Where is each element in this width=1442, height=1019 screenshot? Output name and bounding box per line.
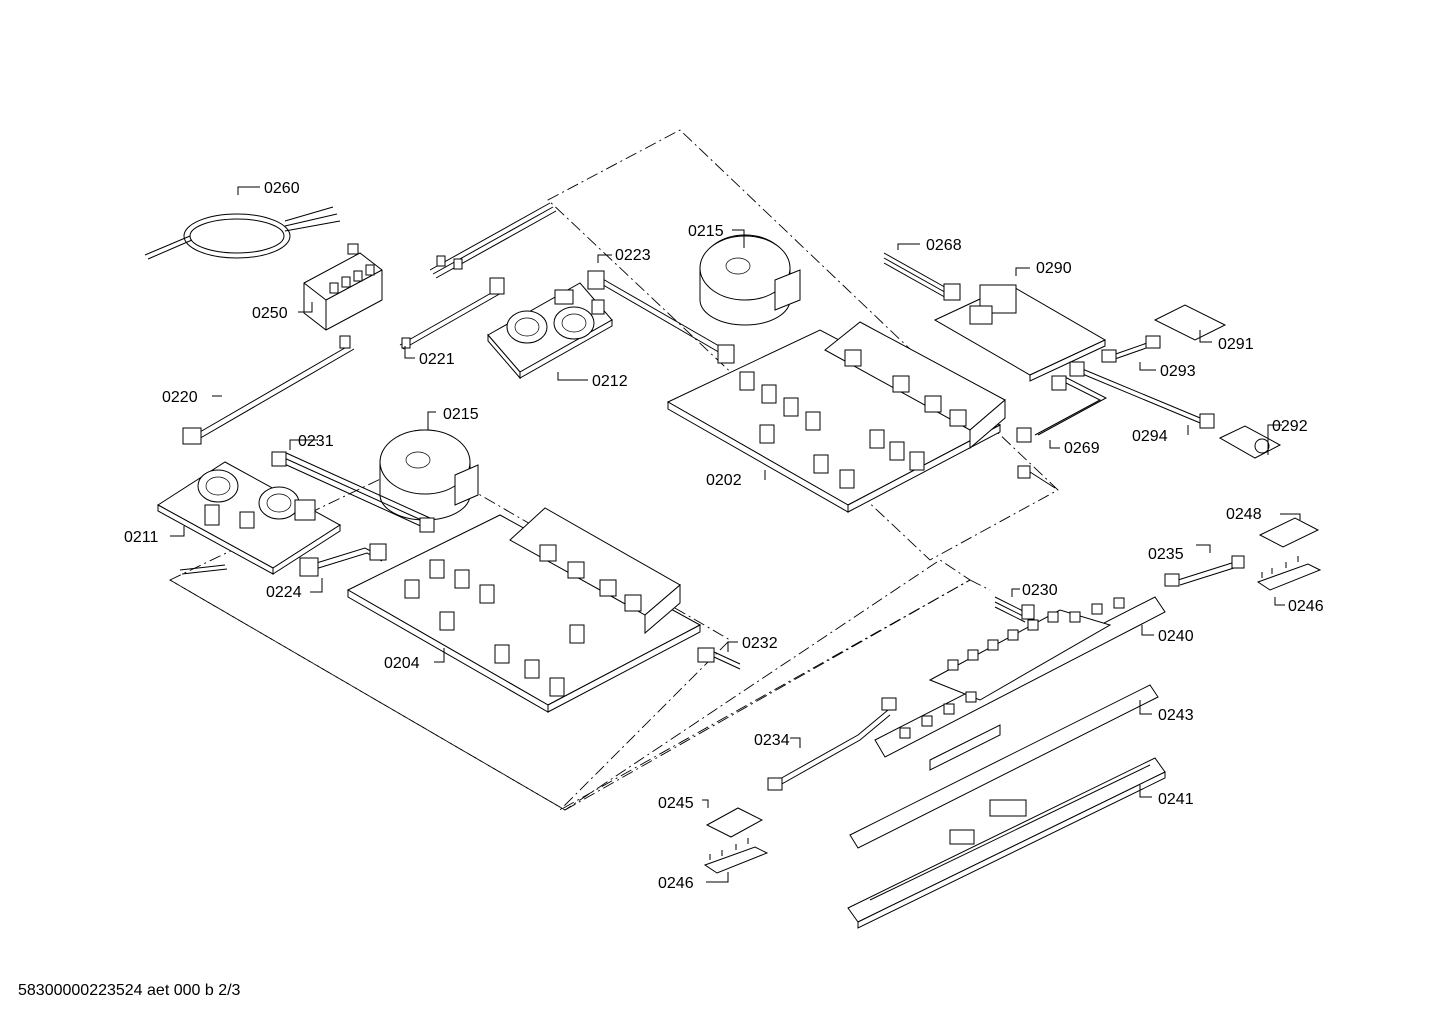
label-0246-right: 0246 — [1288, 598, 1324, 615]
part-0223-cable — [587, 270, 735, 364]
part-0204-power-board — [346, 507, 702, 713]
part-0260-mains-cable — [144, 206, 341, 260]
label-0235: 0235 — [1148, 546, 1184, 563]
label-0221: 0221 — [419, 351, 455, 368]
label-0204: 0204 — [384, 655, 420, 672]
part-0231-cable — [271, 451, 435, 533]
label-0290: 0290 — [1036, 260, 1072, 277]
label-0294: 0294 — [1132, 428, 1168, 445]
part-0290-power-supply-board — [933, 284, 1107, 382]
part-0269-cable — [1016, 375, 1108, 489]
label-0293: 0293 — [1160, 363, 1196, 380]
label-0291: 0291 — [1218, 336, 1254, 353]
label-0234: 0234 — [754, 732, 790, 749]
leader-lines — [170, 186, 1301, 883]
part-0224-cable — [299, 543, 387, 577]
part-0215-fan-upper — [699, 234, 801, 326]
part-0221-ribbon-cable — [399, 202, 557, 350]
label-0231: 0231 — [298, 433, 334, 450]
label-0223: 0223 — [615, 247, 651, 264]
part-0246-clip-left — [703, 838, 769, 874]
part-0245-small-board — [705, 807, 764, 838]
part-0202-power-board — [666, 321, 1006, 513]
part-0240-control-board — [874, 596, 1166, 758]
part-0246-clip-right — [1256, 556, 1322, 591]
part-0243-light-guide — [849, 684, 1159, 849]
part-0250-terminal-block — [303, 243, 383, 331]
part-0212-filter-board — [487, 282, 613, 380]
label-0268: 0268 — [926, 237, 962, 254]
label-0215-lower: 0215 — [443, 406, 479, 423]
label-0260: 0260 — [264, 180, 300, 197]
label-0232: 0232 — [742, 635, 778, 652]
part-0232-connector — [697, 647, 741, 670]
label-0269: 0269 — [1064, 440, 1100, 457]
label-0230: 0230 — [1022, 582, 1058, 599]
part-0234-cable — [767, 697, 897, 791]
label-0248: 0248 — [1226, 506, 1262, 523]
label-0243: 0243 — [1158, 707, 1194, 724]
part-0211-filter-board — [157, 461, 341, 575]
part-0241-housing-frame — [847, 757, 1166, 929]
label-0220: 0220 — [162, 389, 198, 406]
part-0220-cable — [182, 335, 355, 445]
label-0292: 0292 — [1272, 418, 1308, 435]
label-0202: 0202 — [706, 472, 742, 489]
part-0268-cable — [883, 252, 961, 301]
part-0291-small-board — [1153, 304, 1227, 341]
label-0240: 0240 — [1158, 628, 1194, 645]
part-0230-connector — [994, 596, 1035, 623]
label-0212: 0212 — [592, 373, 628, 390]
part-0294-cable — [1069, 361, 1215, 429]
part-0293-cable — [1101, 335, 1161, 363]
label-0215-upper: 0215 — [688, 223, 724, 240]
label-0241: 0241 — [1158, 791, 1194, 808]
label-0250: 0250 — [252, 305, 288, 322]
document-code: 58300000223524 aet 000 b 2/3 — [18, 982, 241, 999]
label-0246-left: 0246 — [658, 875, 694, 892]
part-0248-small-board — [1258, 517, 1320, 548]
label-0245: 0245 — [658, 795, 694, 812]
part-0215-fan-lower — [379, 429, 479, 521]
label-0211: 0211 — [124, 529, 159, 546]
part-0292-sensor-board — [1218, 425, 1282, 459]
part-0235-cable — [1164, 555, 1245, 587]
label-0224: 0224 — [266, 584, 302, 601]
